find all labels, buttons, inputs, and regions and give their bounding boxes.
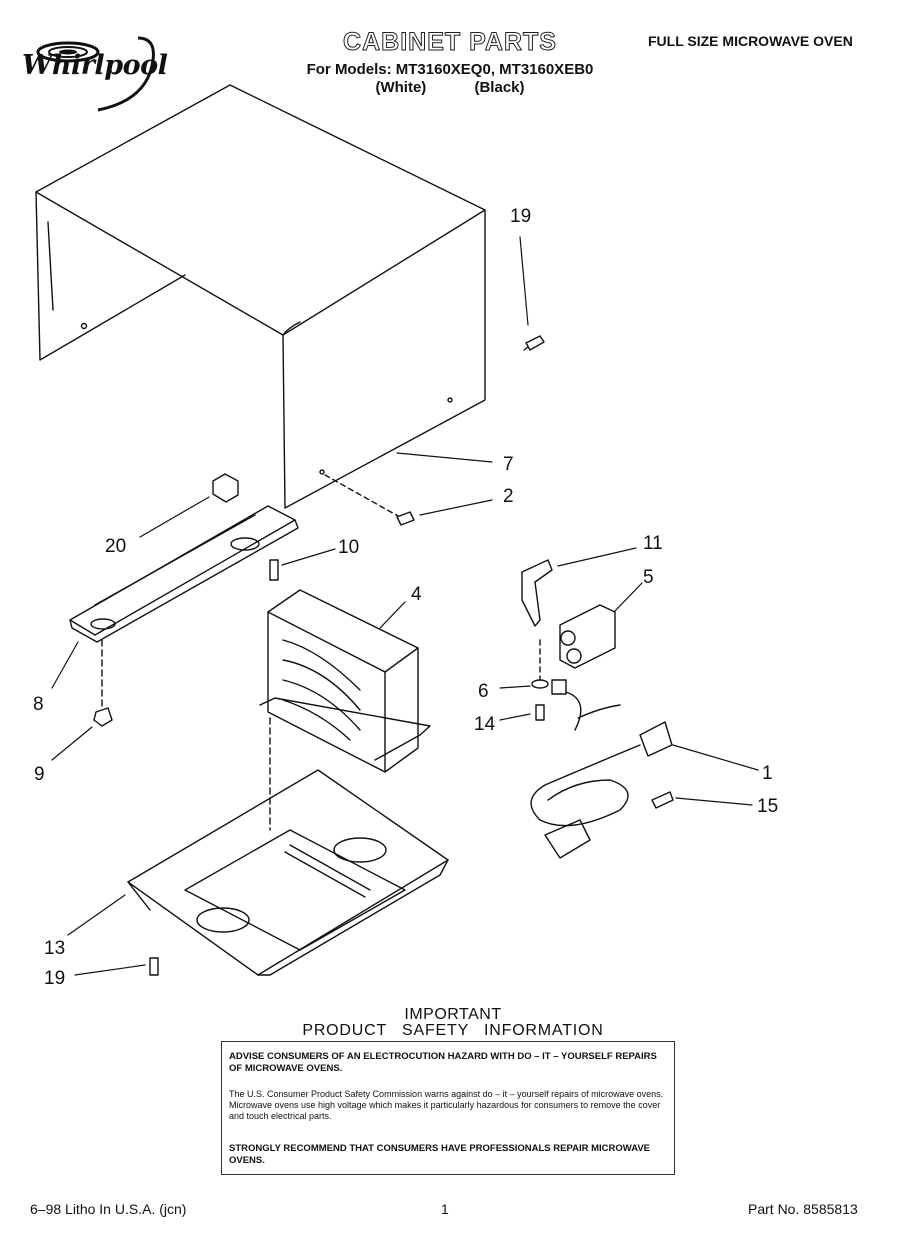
models-line: For Models: MT3160XEQ0, MT3160XEB0 [306, 61, 594, 78]
screw-14-drawing [535, 704, 545, 721]
product-type: FULL SIZE MICROWAVE OVEN [648, 33, 853, 49]
callout-11: 11 [643, 533, 663, 554]
screw-15-drawing [651, 791, 674, 809]
variants-line: (White) (Black) [300, 79, 600, 96]
page-title: CABINET PARTS [343, 28, 557, 57]
rail-8-drawing [69, 505, 299, 643]
part-number: Part No. 8585813 [748, 1201, 858, 1217]
callout-8: 8 [33, 694, 44, 715]
callout-10: 10 [338, 537, 360, 558]
callout-6: 6 [478, 681, 489, 702]
safety-heading: IMPORTANT [404, 1006, 502, 1023]
safety-box [221, 1041, 675, 1175]
page-number: 1 [441, 1201, 449, 1217]
power-cord-1-drawing [530, 721, 673, 859]
callout-5: 5 [643, 567, 654, 588]
callout-9: 9 [34, 764, 45, 785]
safety-subheading: PRODUCT SAFETY INFORMATION [302, 1022, 604, 1039]
safety-recommendation: STRONGLY RECOMMEND THAT CONSUMERS HAVE P… [229, 1143, 651, 1166]
safety-advisory: ADVISE CONSUMERS OF AN ELECTROCUTION HAZ… [229, 1051, 657, 1074]
capacitor-5-drawing [559, 604, 616, 669]
transformer-4-drawing [259, 589, 431, 773]
exploded-parts-diagram [35, 84, 759, 976]
screw-19-bottom-drawing [149, 957, 159, 976]
variant-black: (Black) [474, 79, 525, 96]
callout-14: 14 [474, 714, 496, 735]
screw-2-drawing [396, 511, 415, 526]
callout-19-bottom: 19 [44, 968, 66, 989]
screw-10-drawing [269, 559, 279, 581]
part-20-drawing [212, 473, 239, 503]
callout-4: 4 [411, 584, 422, 605]
brand-logo: Whirlpool [22, 50, 168, 81]
variant-white: (White) [375, 79, 427, 96]
callout-1: 1 [762, 763, 773, 784]
foot-9-drawing [93, 707, 113, 727]
whirlpool-swirl-logo-icon [36, 36, 155, 112]
callout-20: 20 [105, 536, 127, 557]
print-info: 6–98 Litho In U.S.A. (jcn) [30, 1201, 187, 1217]
callout-13: 13 [44, 938, 66, 959]
callout-2: 2 [503, 486, 514, 507]
base-plate-13-drawing [127, 769, 449, 976]
diode-6-drawing [531, 679, 549, 689]
bracket-11-drawing [521, 559, 553, 627]
callout-7: 7 [503, 454, 514, 475]
screw-19-top-drawing [523, 335, 545, 351]
safety-body: The U.S. Consumer Product Safety Commiss… [229, 1089, 664, 1121]
callout-19-top: 19 [510, 206, 532, 227]
callout-15: 15 [757, 796, 779, 817]
cabinet-wrapper-drawing [35, 84, 486, 509]
